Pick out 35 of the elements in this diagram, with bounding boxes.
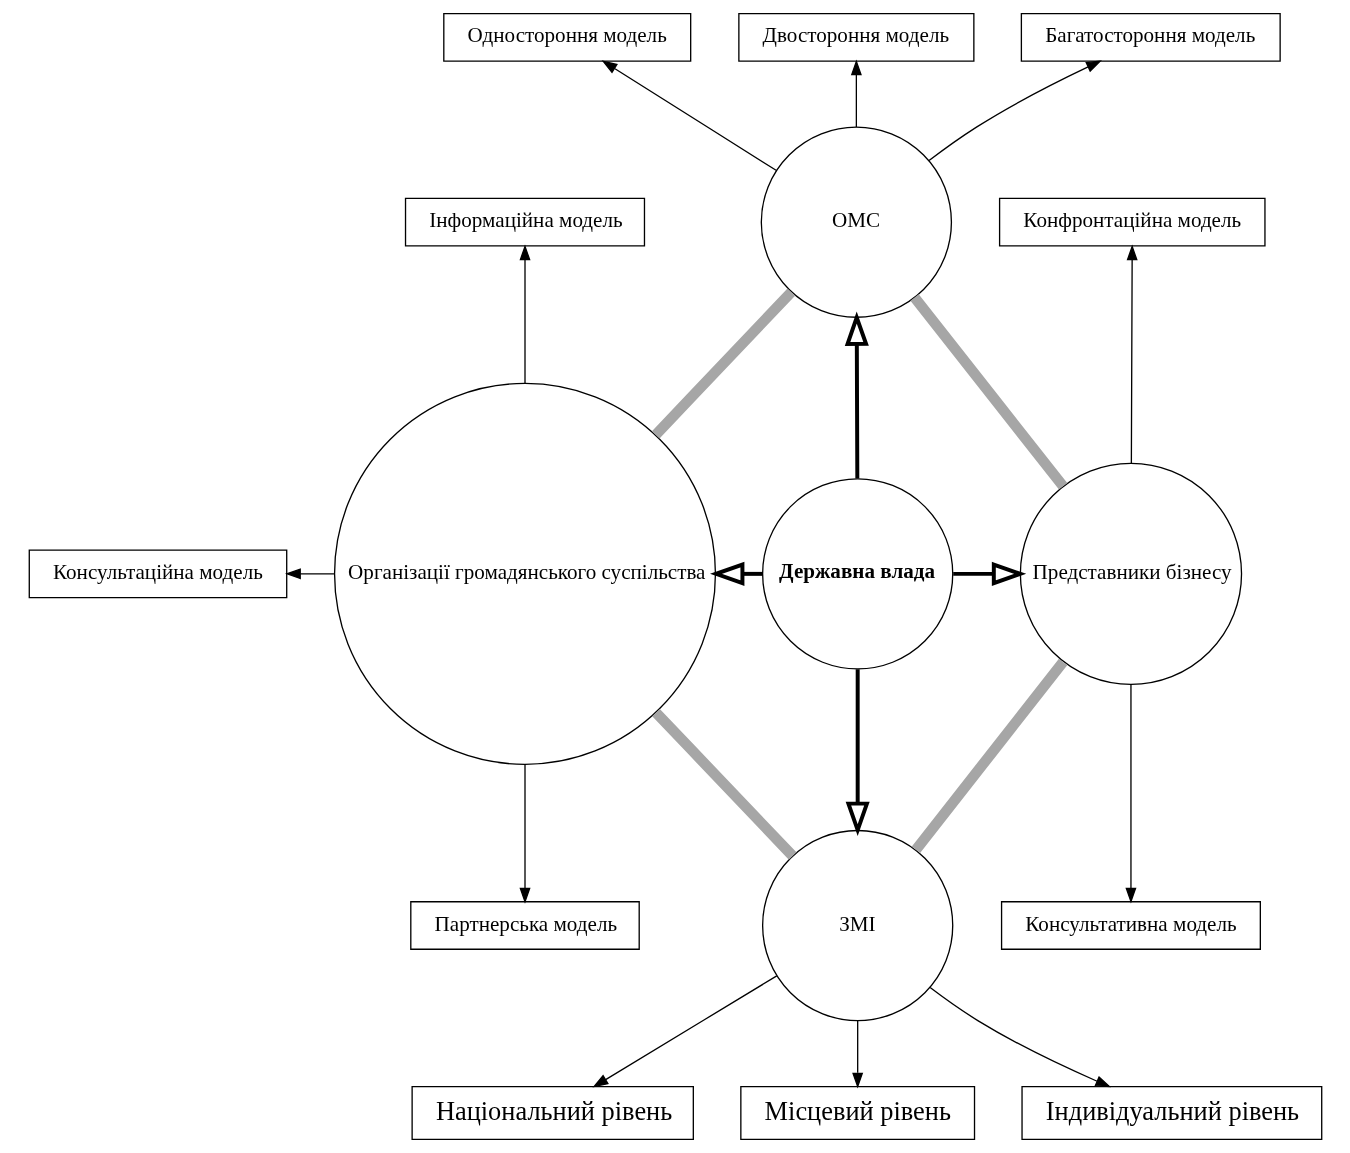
connector (909, 294, 1067, 490)
node-box: Багатостороння модель (1020, 12, 1281, 62)
node-box: Двостороння модель (737, 12, 974, 62)
arrow (518, 244, 531, 384)
arrow (851, 1020, 863, 1089)
arrow (927, 60, 1102, 162)
connector (651, 708, 796, 860)
arrow (929, 986, 1111, 1088)
arrow (952, 561, 1026, 586)
node-box: Одностороння модель (442, 12, 691, 62)
arrow (518, 763, 531, 904)
node-circle: ОМС (760, 126, 952, 318)
arrow (709, 561, 762, 586)
arrow (1124, 684, 1136, 904)
arrow (1126, 244, 1138, 464)
node-circle: Організації громадянського суспільства (333, 382, 716, 765)
arrow (850, 59, 862, 128)
arrow (591, 975, 777, 1088)
node-box: Конфронтаційна модель (998, 197, 1266, 247)
arrow (844, 311, 869, 479)
node-box: Місцевий рівень (739, 1085, 975, 1141)
arrow (601, 60, 777, 171)
node-box: Національний рівень (410, 1085, 694, 1141)
node-box: Консультативна модель (1000, 901, 1261, 950)
arrow (845, 669, 870, 837)
node-box: Консультаційна модель (28, 549, 287, 599)
connector (651, 288, 795, 439)
node-circle: Представники бізнесу (1019, 462, 1242, 686)
node-box: Індивідуальний рівень (1020, 1085, 1322, 1141)
connector (911, 658, 1067, 853)
arrow (284, 568, 335, 580)
node-circle: ЗМІ (761, 829, 953, 1022)
node-box: Партнерська модель (409, 901, 640, 950)
node-box: Інформаційна модель (404, 197, 645, 247)
node-circle: Державна влада (761, 478, 953, 670)
